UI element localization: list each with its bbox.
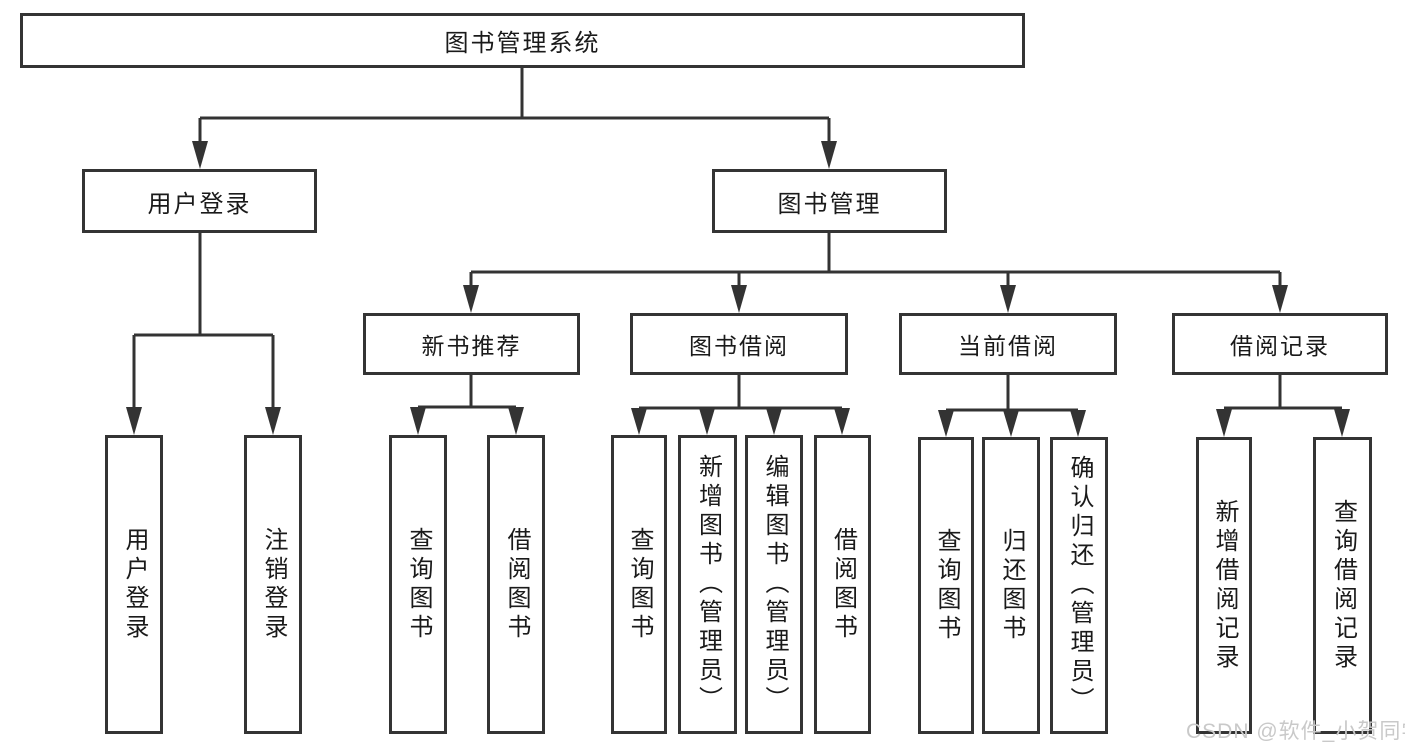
leaf-user-login: 用户登录 [105, 435, 163, 734]
arrowhead-icon [1000, 285, 1016, 313]
arrowhead-icon [699, 408, 715, 435]
node-label: 借阅图书 [503, 526, 530, 643]
node-current-borrowing: 当前借阅 [899, 313, 1117, 375]
arrowhead-icon [1216, 409, 1232, 437]
arrowhead-icon [731, 285, 747, 313]
leaf-add-books-admin: 新增图书（管理员） [678, 435, 737, 734]
node-library-management-system: 图书管理系统 [20, 13, 1025, 68]
leaf-logout: 注销登录 [244, 435, 302, 734]
node-label: 图书借阅 [689, 333, 789, 359]
leaf-query-books: 查询图书 [389, 435, 447, 734]
arrowhead-icon [834, 408, 850, 435]
node-label: 新增图书（管理员） [694, 454, 722, 715]
arrowhead-icon [265, 407, 281, 435]
leaf-edit-books-admin: 编辑图书（管理员） [745, 435, 803, 734]
leaf-query-books: 查询图书 [611, 435, 667, 734]
node-label: 当前借阅 [958, 333, 1058, 359]
node-label: 图书管理系统 [444, 30, 601, 57]
node-label: 查询图书 [405, 526, 432, 643]
arrowhead-icon [410, 407, 426, 435]
node-label: 借阅记录 [1230, 333, 1330, 359]
node-label: 新增借阅记录 [1211, 498, 1238, 673]
node-label: 图书管理 [777, 190, 882, 218]
leaf-return-books: 归还图书 [982, 437, 1040, 734]
leaf-borrow-books: 借阅图书 [487, 435, 545, 734]
arrowhead-icon [821, 141, 837, 169]
arrowhead-icon [1272, 285, 1288, 313]
node-label: 借阅图书 [829, 526, 857, 643]
arrowhead-icon [126, 407, 142, 435]
arrowhead-icon [766, 408, 782, 435]
node-label: 用户登录 [121, 526, 148, 643]
node-label: 查询借阅记录 [1329, 498, 1357, 673]
leaf-confirm-return-admin: 确认归还（管理员） [1050, 437, 1108, 734]
arrowhead-icon [463, 285, 479, 313]
arrowhead-icon [1003, 410, 1019, 437]
arrowhead-icon [1334, 409, 1350, 437]
node-label: 查询图书 [626, 526, 653, 643]
node-borrowing-records: 借阅记录 [1172, 313, 1388, 375]
node-label: 编辑图书（管理员） [761, 454, 788, 715]
csdn-watermark: CSDN @软件_小贺同学 [1186, 720, 1405, 743]
node-user-login: 用户登录 [82, 169, 317, 233]
leaf-borrow-books: 借阅图书 [814, 435, 871, 734]
node-label: 用户登录 [147, 190, 252, 218]
arrowhead-icon [631, 408, 647, 435]
leaf-query-borrow-record: 查询借阅记录 [1313, 437, 1372, 734]
leaf-add-borrow-record: 新增借阅记录 [1196, 437, 1252, 734]
node-label: 归还图书 [998, 527, 1025, 644]
arrowhead-icon [508, 407, 524, 435]
node-label: 查询图书 [933, 527, 960, 644]
arrowhead-icon [192, 141, 208, 169]
node-label: 新书推荐 [421, 333, 522, 359]
node-new-book-recommendation: 新书推荐 [363, 313, 580, 375]
node-book-management: 图书管理 [712, 169, 947, 233]
arrowhead-icon [1070, 410, 1086, 437]
node-label: 确认归还（管理员） [1066, 455, 1093, 716]
arrowhead-icon [938, 410, 954, 437]
node-book-borrowing: 图书借阅 [630, 313, 848, 375]
leaf-query-books: 查询图书 [918, 437, 974, 734]
node-label: 注销登录 [260, 526, 287, 643]
